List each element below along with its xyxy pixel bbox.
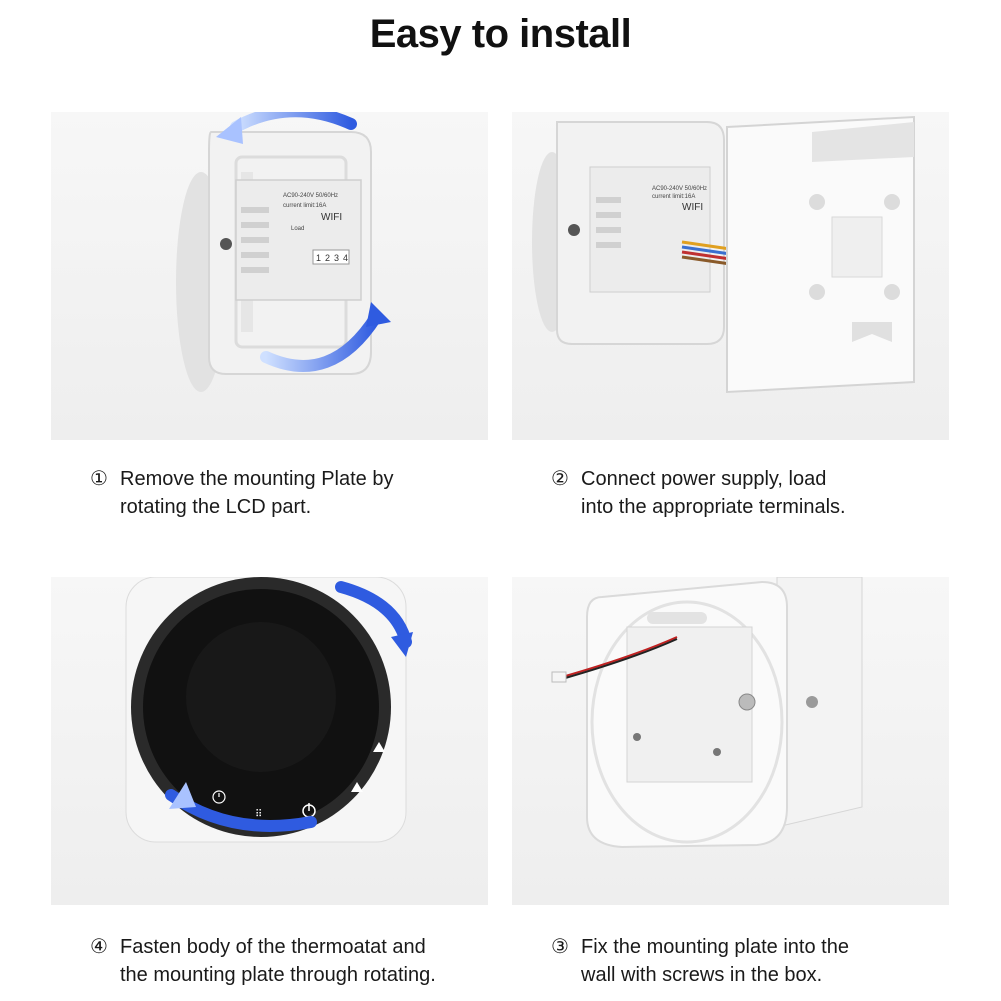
up-arrow-icon-2 — [373, 742, 385, 752]
step3-caption: ③ Fix the mounting plate into the wall wi… — [551, 933, 849, 989]
module-brand: WIFI — [321, 212, 342, 223]
step1-number: ① — [90, 468, 108, 490]
step4-line2: the mounting plate through rotating. — [120, 964, 436, 986]
module-spec-1: AC90-240V 50/60Hz — [283, 193, 338, 199]
module-spec-1b: AC90-240V 50/60Hz — [652, 186, 707, 192]
step3-image — [512, 577, 949, 905]
step4-number: ④ — [90, 936, 108, 958]
step1-line2: rotating the LCD part. — [120, 496, 312, 518]
step3-line2: wall with screws in the box. — [581, 964, 823, 986]
step1-caption: ① Remove the mounting Plate by rotating t… — [90, 465, 394, 521]
step1-line1: Remove the mounting Plate by — [120, 468, 394, 490]
module-spec-2: current limit:16A — [283, 203, 326, 209]
module-spec-2b: current limit:16A — [652, 194, 695, 200]
step1-image: AC90-240V 50/60Hz current limit:16A WIFI… — [51, 112, 488, 440]
step4-caption: ④ Fasten body of the thermoatat and the m… — [90, 933, 436, 989]
step3-line1: Fix the mounting plate into the — [581, 936, 849, 958]
terminal-2: 2 — [325, 253, 330, 263]
clock-icon — [212, 790, 226, 804]
page-title: Easy to install — [369, 12, 632, 56]
module-brand-b: WIFI — [682, 202, 703, 213]
terminal-4: 4 — [343, 253, 348, 263]
step2-line1: Connect power supply, load — [581, 468, 827, 490]
step2-image: AC90-240V 50/60Hz current limit:16A WIFI — [512, 112, 949, 440]
box-screw-icon — [806, 696, 818, 708]
terminal-3: 3 — [334, 253, 339, 263]
screw-icon — [738, 693, 756, 711]
step4-image: ⠿ — [51, 577, 488, 905]
step4-line1: Fasten body of the thermoatat and — [120, 936, 426, 958]
step2-line2: into the appropriate terminals. — [581, 496, 846, 518]
step2-number: ② — [551, 468, 569, 490]
grid-icon: ⠿ — [255, 809, 262, 820]
step3-number: ③ — [551, 936, 569, 958]
rotate-arrow-top-icon — [230, 112, 357, 133]
terminal-1: 1 — [316, 253, 321, 263]
rotate-arrow-bottom-icon — [260, 311, 382, 372]
up-arrow-icon — [351, 782, 363, 792]
step2-caption: ② Connect power supply, load into the app… — [551, 465, 846, 521]
module-load-label: Load — [291, 226, 304, 232]
